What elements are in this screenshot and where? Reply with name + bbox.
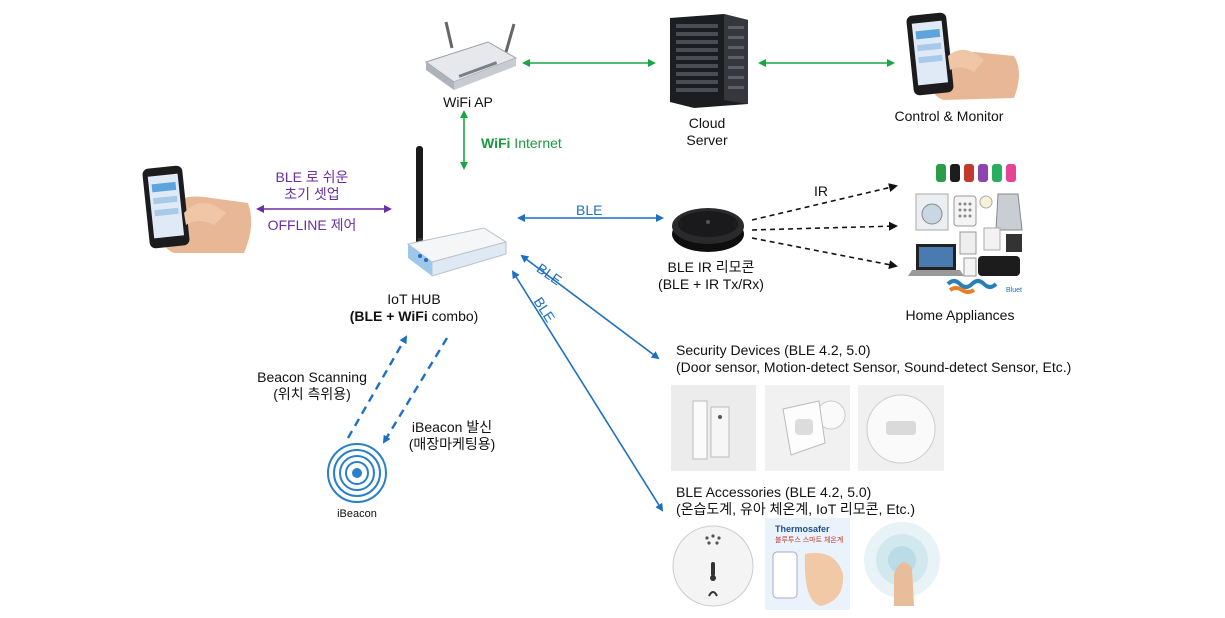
setup-phone-image bbox=[142, 165, 252, 253]
iot-hub-label-rest: combo) bbox=[427, 308, 479, 324]
beacon-scanning-label-2: (위치 측위용) bbox=[273, 386, 351, 402]
home-appliances-image: Bluet bbox=[908, 164, 1023, 294]
iot-hub-label-2: (BLE + WiFi combo) bbox=[326, 308, 502, 325]
door-sensor-image bbox=[671, 385, 756, 471]
offline-control-label: OFFLINE 제어 bbox=[267, 217, 357, 233]
iot-hub-label-1: IoT HUB bbox=[387, 291, 441, 307]
ir-remote-label-2: (BLE + IR Tx/Rx) bbox=[658, 276, 764, 292]
thermometer-image: Thermosafer 블루투스 스마트 체온계 bbox=[765, 518, 850, 610]
setup-label-1: BLE 로 쉬운 bbox=[275, 169, 349, 185]
cloud-label-1: Cloud bbox=[688, 115, 726, 131]
ibeacon-icon bbox=[327, 443, 387, 503]
thermo-brand-text: Thermosafer bbox=[775, 524, 830, 534]
ble-accessories-label-1: BLE Accessories (BLE 4.2, 5.0) bbox=[676, 484, 872, 500]
control-monitor-label: Control & Monitor bbox=[894, 108, 1004, 124]
ir-remote-image bbox=[672, 208, 744, 252]
arrow-ir-3 bbox=[751, 237, 898, 270]
ibeacon-send-label-1: iBeacon 발신 bbox=[411, 419, 493, 435]
home-appliances-label: Home Appliances bbox=[905, 307, 1015, 323]
ibeacon-label: iBeacon bbox=[337, 508, 377, 520]
hygrometer-image bbox=[671, 518, 756, 610]
arrow-hub-accessories bbox=[511, 270, 664, 512]
thermo-sub-text: 블루투스 스마트 체온계 bbox=[775, 537, 844, 544]
wifi-internet-bold: WiFi bbox=[481, 135, 511, 151]
sound-sensor-image bbox=[858, 385, 944, 471]
ble-accessories-label-2: (온습도계, 유아 체온계, IoT 리모콘, Etc.) bbox=[676, 501, 916, 517]
ble-ir-link-label: BLE bbox=[576, 202, 603, 218]
svg-text:Bluet: Bluet bbox=[1006, 287, 1022, 294]
ir-remote-label-1: BLE IR 리모콘 bbox=[667, 259, 755, 275]
iot-remote-image bbox=[858, 518, 944, 610]
control-phone-image bbox=[906, 12, 1019, 100]
setup-label-2: 초기 셋업 bbox=[284, 186, 340, 202]
wifi-internet-rest: Internet bbox=[510, 135, 562, 151]
beacon-scanning-label-1: Beacon Scanning bbox=[257, 369, 367, 385]
cloud-label-2: Server bbox=[686, 132, 728, 148]
iot-hub-image bbox=[406, 146, 508, 277]
arrow-ir-2 bbox=[751, 221, 898, 231]
iot-hub-label-bold: (BLE + WiFi bbox=[349, 308, 428, 324]
ibeacon-send-label-2: (매장마케팅용) bbox=[408, 436, 496, 452]
security-devices-label-2: (Door sensor, Motion-detect Sensor, Soun… bbox=[676, 359, 1072, 375]
arrow-ir-1 bbox=[751, 183, 898, 221]
ir-link-label: IR bbox=[814, 183, 828, 199]
security-devices-label-1: Security Devices (BLE 4.2, 5.0) bbox=[676, 342, 871, 358]
arrow-beacon-scan bbox=[346, 335, 408, 439]
server-rack-image bbox=[670, 14, 748, 108]
wifi-internet-label: WiFi Internet bbox=[481, 135, 562, 152]
wifi-router-image bbox=[424, 21, 518, 90]
wifi-ap-label: WiFi AP bbox=[443, 94, 493, 110]
arrow-ibeacon-send bbox=[382, 337, 449, 444]
motion-sensor-image bbox=[765, 385, 850, 471]
